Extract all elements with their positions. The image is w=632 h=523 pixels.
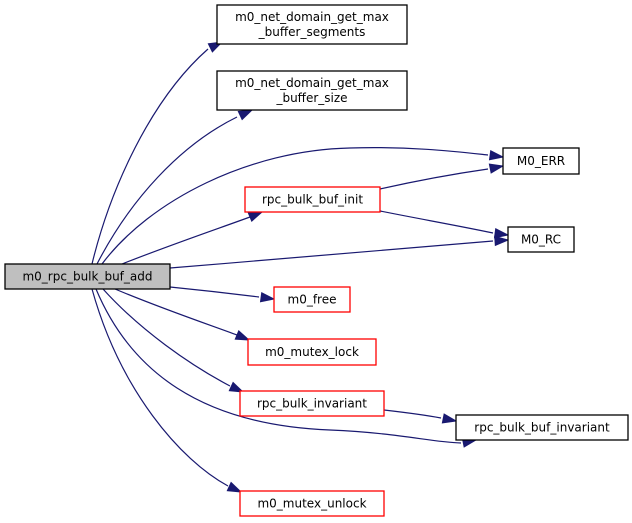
edge-root-to-bulk-invariant	[102, 288, 245, 393]
node-box	[239, 390, 385, 417]
edge-root-to-mutex-unlock	[91, 288, 243, 493]
node-box	[455, 414, 629, 441]
node-label: m0_net_domain_get_max	[235, 10, 389, 24]
node-m0-free[interactable]: m0_free	[273, 286, 351, 313]
node-label: rpc_bulk_invariant	[257, 397, 367, 411]
edge-line	[379, 168, 489, 190]
node-buf-invariant[interactable]: rpc_bulk_buf_invariant	[455, 414, 629, 441]
arrowhead-icon	[247, 211, 264, 222]
arrowhead-icon	[488, 163, 505, 174]
node-box	[239, 490, 385, 517]
arrowhead-icon	[259, 292, 276, 303]
node-label: m0_mutex_unlock	[257, 497, 366, 511]
edge-bulk-invariant-to-buf-invariant	[383, 409, 458, 424]
edge-line	[95, 288, 462, 444]
arrowhead-icon	[441, 413, 458, 424]
node-label: rpc_bulk_buf_invariant	[474, 421, 610, 435]
node-get-max-size[interactable]: m0_net_domain_get_max_buffer_size	[216, 70, 408, 111]
edge-root-to-m0-err	[101, 147, 505, 265]
node-box	[273, 286, 351, 313]
node-label: _buffer_size	[275, 91, 347, 105]
arrowhead-icon	[237, 109, 254, 121]
edge-buf-init-to-m0-rc	[379, 210, 510, 239]
node-mutex-unlock[interactable]: m0_mutex_unlock	[239, 490, 385, 517]
node-box	[4, 263, 171, 290]
arrowhead-icon	[488, 150, 505, 161]
node-m0-rc[interactable]: M0_RC	[507, 226, 575, 253]
edge-line	[169, 240, 494, 269]
edge-root-to-m0-rc	[169, 235, 510, 269]
node-box	[244, 186, 381, 213]
edge-line	[96, 116, 238, 265]
node-label: rpc_bulk_buf_init	[262, 193, 363, 207]
node-bulk-invariant[interactable]: rpc_bulk_invariant	[239, 390, 385, 417]
edge-root-to-get-max-segments	[91, 41, 224, 265]
arrowhead-icon	[234, 330, 251, 341]
node-get-max-segments[interactable]: m0_net_domain_get_max_buffer_segments	[216, 4, 408, 45]
edge-buf-init-to-m0-err	[379, 163, 505, 190]
node-mutex-lock[interactable]: m0_mutex_lock	[247, 338, 377, 366]
node-label: m0_rpc_bulk_buf_add	[22, 270, 152, 284]
node-buf-init[interactable]: rpc_bulk_buf_init	[244, 186, 381, 213]
node-box	[247, 338, 377, 366]
node-m0-err[interactable]: M0_ERR	[502, 147, 580, 175]
edge-line	[169, 286, 260, 298]
edge-root-to-m0-free	[169, 286, 276, 303]
node-label: m0_free	[288, 293, 337, 307]
node-label: M0_RC	[521, 233, 561, 247]
edge-line	[379, 210, 494, 234]
edge-root-to-buf-invariant	[95, 288, 478, 448]
edge-root-to-mutex-lock	[114, 288, 251, 341]
edge-line	[101, 147, 489, 265]
edge-line	[91, 288, 229, 487]
node-box	[216, 70, 408, 111]
node-box	[502, 147, 580, 175]
edge-line	[383, 409, 442, 419]
node-box	[216, 4, 408, 45]
node-label: m0_net_domain_get_max	[235, 76, 389, 90]
edge-line	[114, 288, 238, 336]
edge-line	[121, 216, 251, 265]
node-box	[507, 226, 575, 253]
edge-line	[91, 48, 209, 265]
arrowhead-icon	[228, 381, 245, 393]
nodes-layer: m0_rpc_bulk_buf_add m0_net_domain_get_max…	[4, 4, 629, 517]
arrowhead-icon	[493, 228, 510, 239]
edges-layer	[91, 41, 510, 493]
arrowhead-icon	[226, 481, 243, 493]
edge-root-to-get-max-size	[96, 109, 254, 265]
edge-root-to-buf-init	[121, 211, 264, 265]
node-root: m0_rpc_bulk_buf_add	[4, 263, 171, 290]
arrowhead-icon	[494, 235, 510, 247]
node-label: _buffer_segments	[258, 25, 366, 39]
node-label: m0_mutex_lock	[265, 345, 359, 359]
node-label: M0_ERR	[517, 154, 565, 168]
edge-line	[102, 288, 231, 387]
